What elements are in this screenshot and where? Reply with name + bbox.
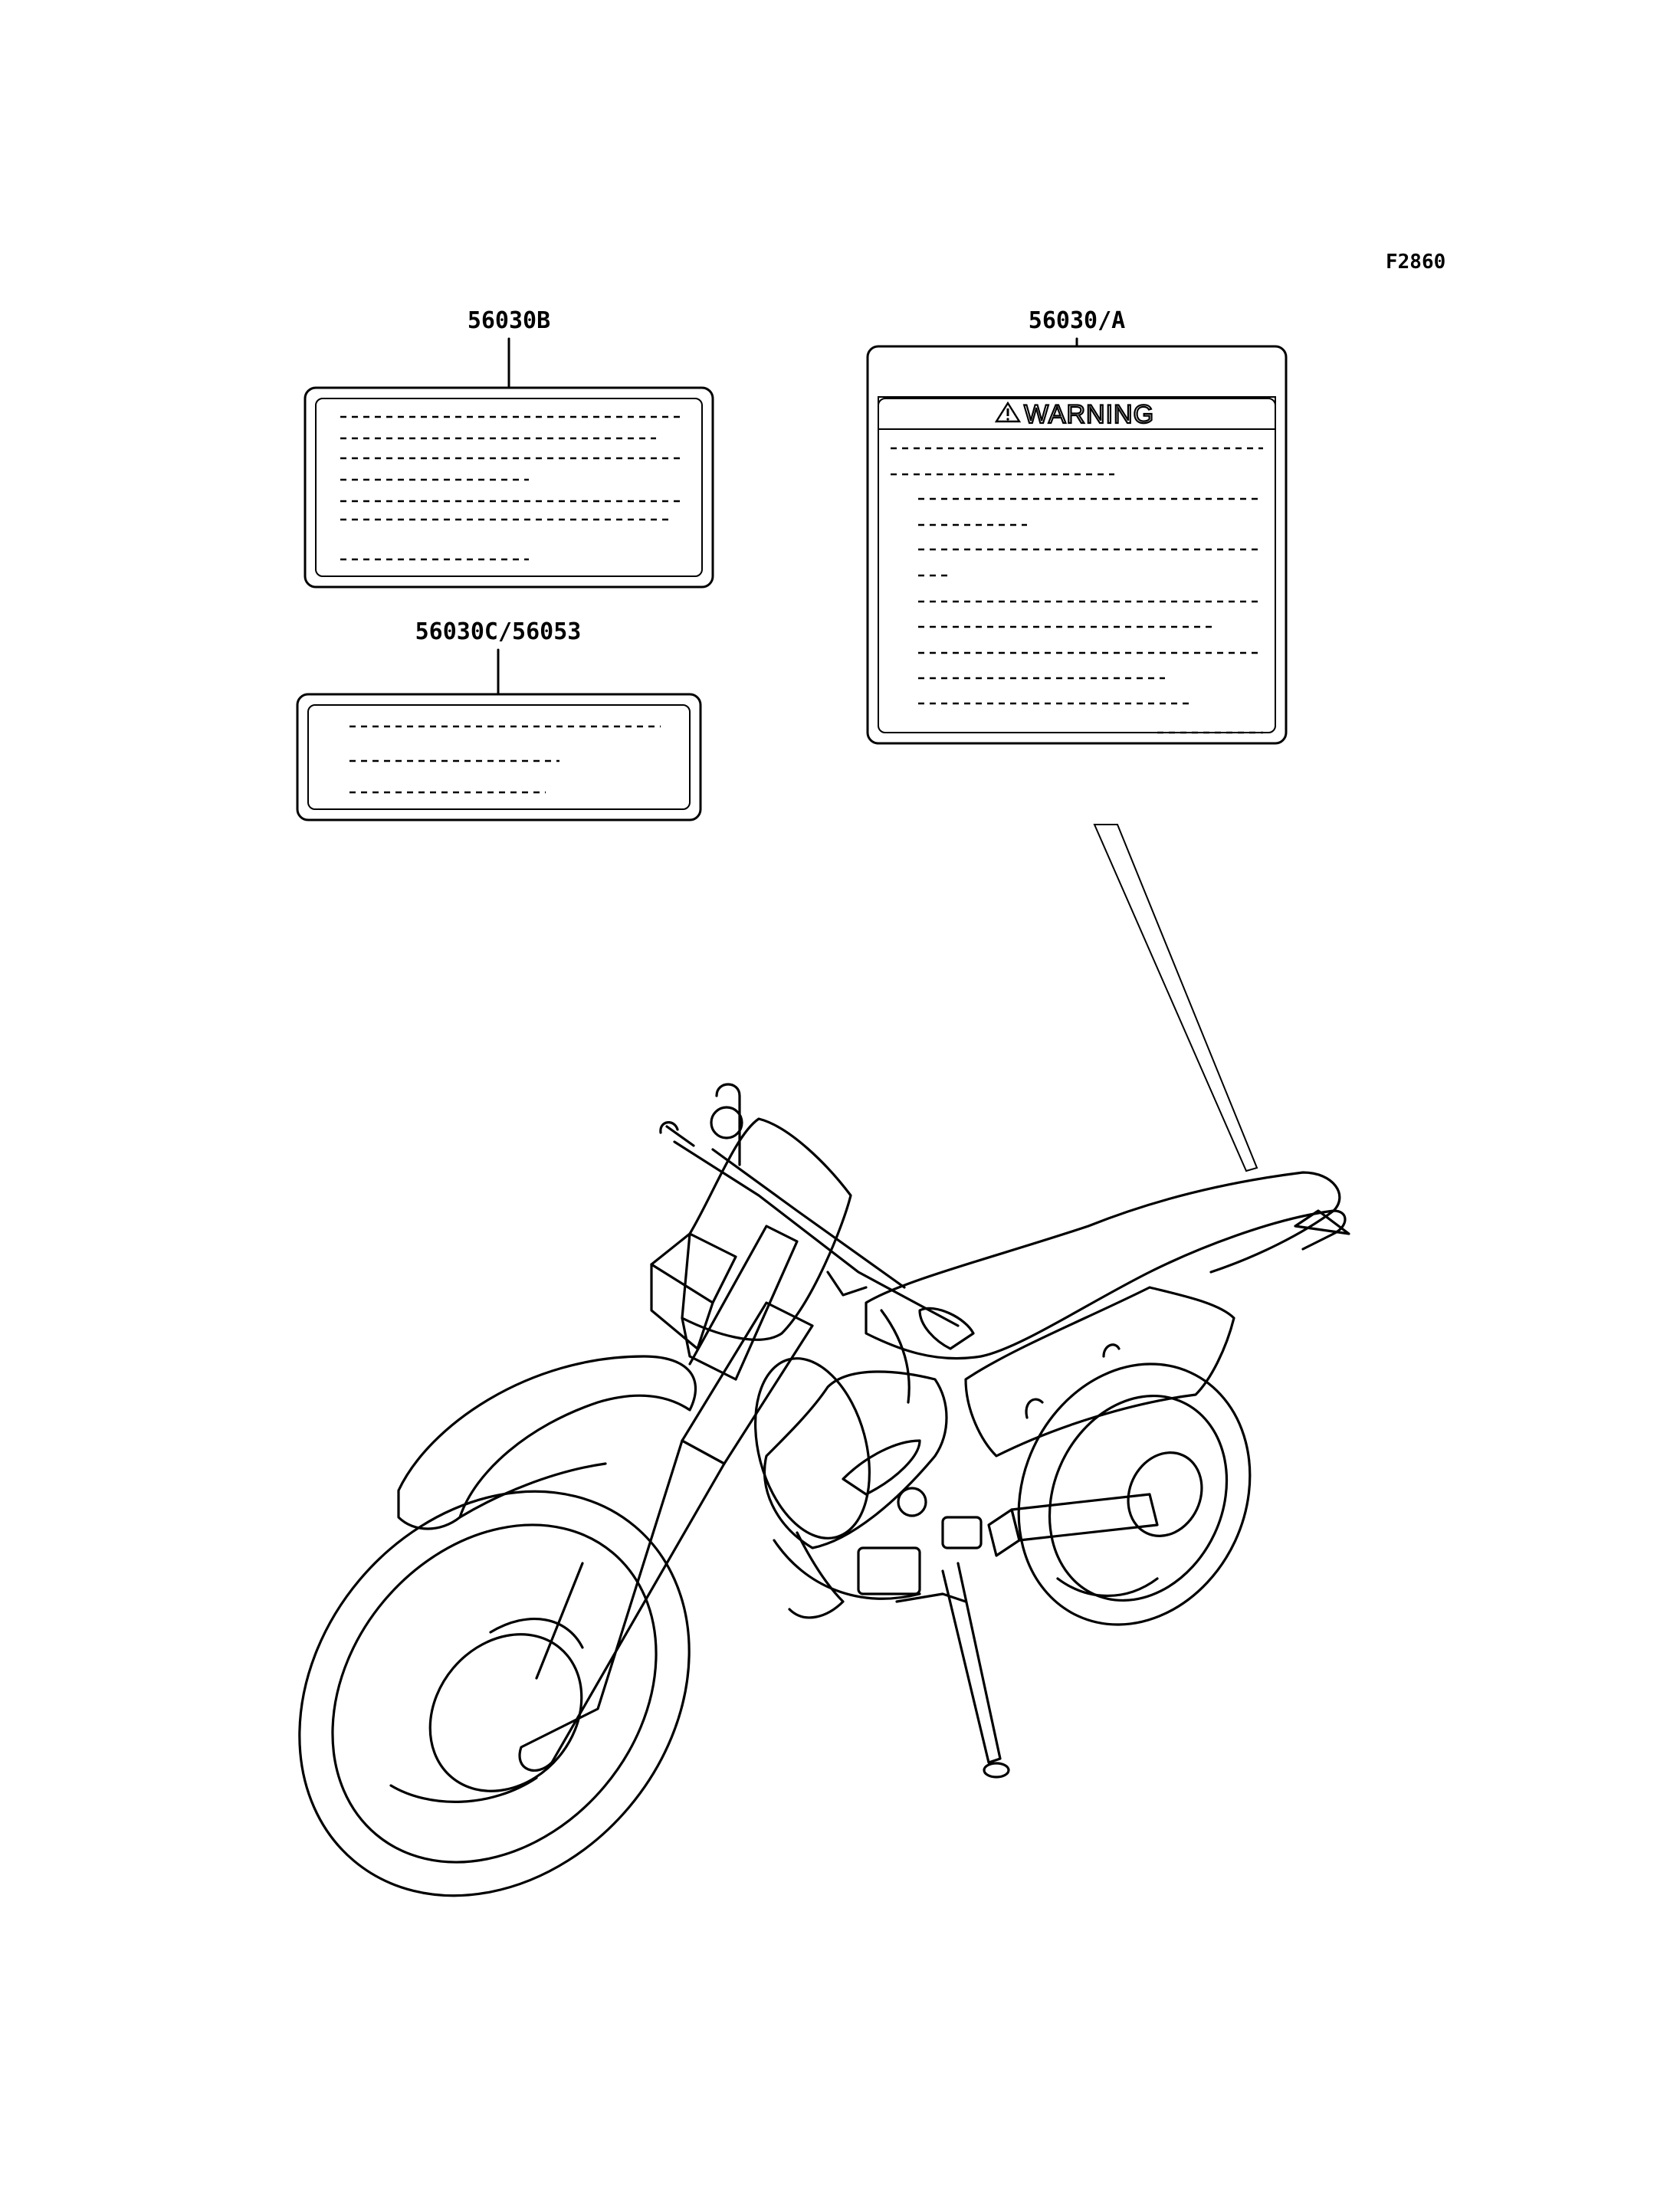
label-56030c-inner [307, 704, 691, 810]
kickstand [941, 1562, 1010, 1779]
warning-header-band [878, 396, 1276, 430]
callout-pointer [1093, 824, 1258, 1172]
label-56030c-text-lines [349, 725, 661, 794]
label-56030b-inner [315, 398, 703, 577]
swingarm [987, 1493, 1159, 1557]
rear-wheel [1017, 1362, 1252, 1626]
warning-title: WARNING [1024, 400, 1154, 429]
label-56030a-text-lines [891, 447, 1263, 734]
front-wheel [298, 1490, 691, 1897]
label-56030b-outer [304, 386, 714, 589]
number-plate [650, 1117, 852, 1381]
part-number-56030b: 56030B [468, 307, 550, 334]
side-panel [964, 1209, 1350, 1458]
handlebar [659, 1083, 975, 1404]
seat [865, 1171, 1341, 1360]
label-56030a[interactable]: 56030/A WARNING [866, 307, 1288, 745]
motorcycle-illustration [298, 1083, 1350, 1897]
label-56030b-text-lines [340, 415, 681, 561]
fuel-tank [763, 1370, 948, 1619]
label-56030b[interactable]: 56030B [304, 307, 714, 589]
front-fender [397, 1355, 697, 1530]
warning-triangle-icon [994, 401, 1022, 423]
label-56030a-inner [878, 398, 1276, 733]
front-fork [518, 1225, 814, 1772]
label-56030c-outer [296, 693, 702, 821]
label-56030a-outer [866, 345, 1288, 745]
part-number-56030c-56053: 56030C/56053 [415, 618, 582, 645]
label-56030c[interactable]: 56030C/56053 [296, 618, 702, 821]
engine [753, 1357, 983, 1603]
figure-code: F2860 [1386, 251, 1445, 274]
part-number-56030a: 56030/A [1029, 307, 1125, 334]
